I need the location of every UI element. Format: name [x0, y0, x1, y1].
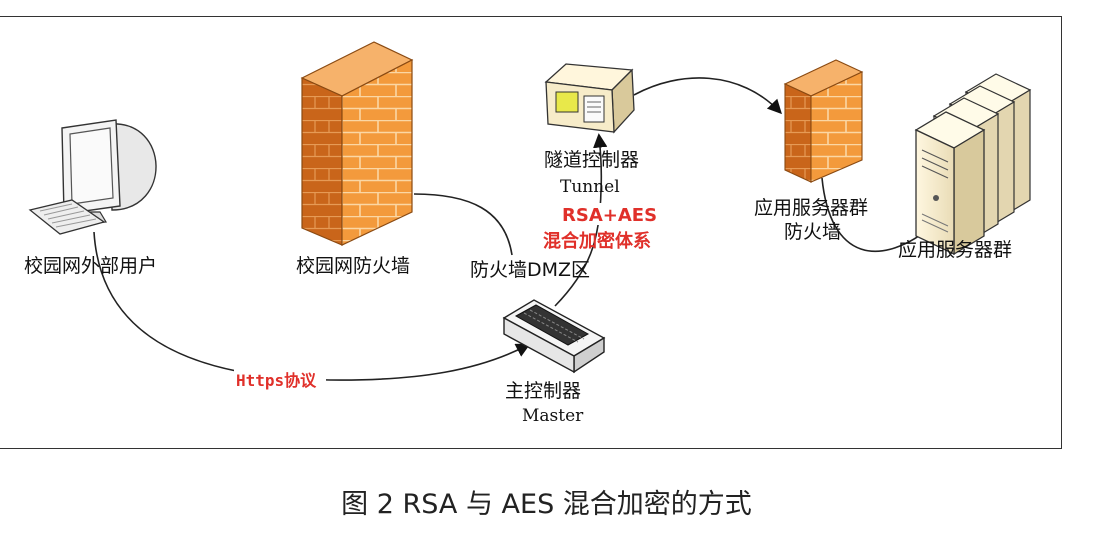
tunnel-controller-icon: [544, 63, 635, 134]
tunnel-controller-sublabel: Tunnel: [560, 177, 620, 197]
connections: [93, 77, 938, 381]
app-firewall-label-line1: 应用服务器群: [754, 197, 868, 219]
figure-frame: [0, 16, 1062, 449]
network-diagram: 校园网外部用户 校园网防火墙 防火墙DMZ区 隧道控制器 Tunnel 主控制器…: [24, 41, 1032, 426]
app-firewall-to-servers-line: [821, 177, 938, 253]
computer-icon: [28, 119, 157, 235]
server-front: [914, 111, 986, 256]
campus-firewall-label: 校园网防火墙: [296, 255, 410, 277]
main-controller-sublabel: Master: [522, 406, 584, 426]
dmz-label: 防火墙DMZ区: [470, 259, 590, 281]
https-label-bg: [234, 369, 326, 391]
app-firewall-icon: [783, 59, 864, 183]
master-to-tunnel-line: [554, 133, 608, 307]
campus-firewall-icon: [300, 41, 414, 246]
app-firewall-label-line2: 防火墙: [784, 221, 841, 243]
figure-caption: 图 2 RSA 与 AES 混合加密的方式: [341, 489, 752, 520]
crypto-label-bg: [560, 203, 650, 225]
https-label: Https协议: [236, 371, 317, 390]
campus-user-label: 校园网外部用户: [24, 255, 157, 277]
server-cluster-icon: [914, 73, 1032, 256]
app-servers-label: 应用服务器群: [898, 239, 1012, 261]
main-controller-label: 主控制器: [505, 380, 581, 402]
tunnel-to-app-firewall-line: [633, 77, 782, 115]
tunnel-controller-label: 隧道控制器: [544, 149, 639, 171]
crypto-label-line1: RSA+AES: [562, 205, 657, 226]
crypto-label-line2: 混合加密体系: [543, 230, 651, 252]
main-controller-icon: [502, 299, 606, 374]
firewall-to-dmz-line: [413, 193, 513, 256]
